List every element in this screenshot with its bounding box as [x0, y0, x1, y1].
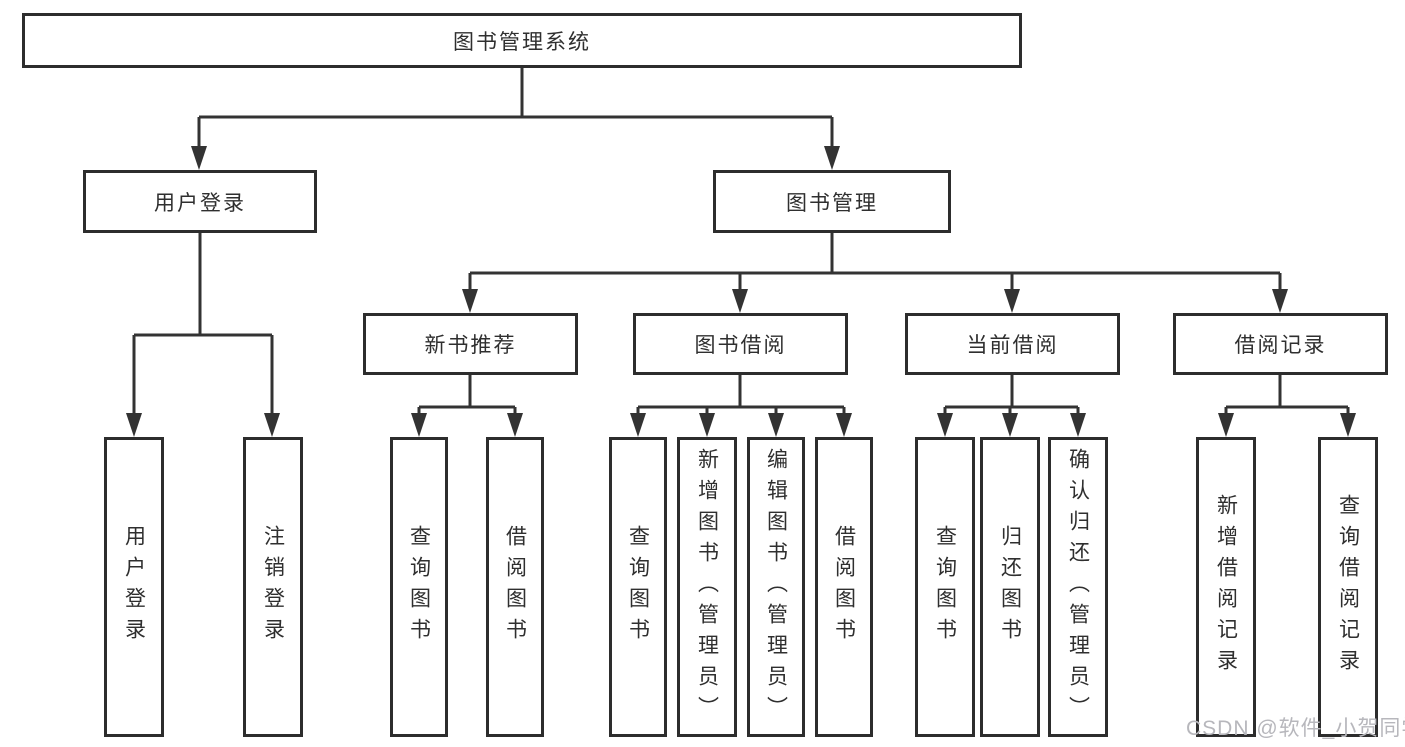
node-label: 新书推荐: [424, 334, 517, 357]
connector-borrowing-records-branch: [1224, 375, 1350, 417]
leaf-query-borrow-record: 查询借阅记录: [1318, 437, 1378, 737]
arrow-down-icon: [1218, 413, 1234, 437]
leaf-logout: 注销登录: [243, 437, 303, 737]
arrow-down-icon: [824, 146, 840, 170]
arrow-down-icon: [191, 146, 207, 170]
arrow-down-icon: [1002, 413, 1018, 437]
arrow-down-icon: [768, 413, 784, 437]
node-label: 查询图书: [626, 525, 650, 649]
arrow-down-icon: [507, 413, 523, 437]
node-label: 编辑图书（管理员）: [764, 447, 788, 727]
node-label: 用户登录: [154, 191, 246, 215]
connector-current-borrowing-branch: [943, 375, 1080, 417]
arrow-down-icon: [126, 413, 142, 437]
arrow-down-icon: [1340, 413, 1356, 437]
node-label: 查询图书: [407, 525, 431, 649]
node-label: 归还图书: [998, 525, 1022, 649]
node-label: 图书借阅: [694, 334, 787, 357]
leaf-borrow-books-recommend: 借阅图书: [486, 437, 544, 737]
node-label: 借阅记录: [1234, 334, 1327, 357]
arrow-down-icon: [1272, 289, 1288, 313]
node-current-borrowing: 当前借阅: [905, 313, 1120, 375]
arrow-down-icon: [264, 413, 280, 437]
leaf-query-books-current: 查询图书: [915, 437, 975, 737]
node-label: 借阅图书: [832, 525, 856, 649]
arrow-down-icon: [732, 289, 748, 313]
connector-root-branch: [197, 68, 834, 150]
connector-book-management-branch: [468, 233, 1282, 293]
arrow-down-icon: [1070, 413, 1086, 437]
arrow-down-icon: [630, 413, 646, 437]
node-label: 用户登录: [122, 525, 146, 649]
node-label: 查询借阅记录: [1336, 494, 1360, 680]
node-book-borrowing: 图书借阅: [633, 313, 848, 375]
watermark: CSDN @软件_小贺同学: [1186, 717, 1405, 740]
node-label: 新增借阅记录: [1214, 494, 1238, 680]
connector-user-login-branch: [132, 233, 274, 417]
leaf-borrow-books-borrowing: 借阅图书: [815, 437, 873, 737]
arrow-down-icon: [462, 289, 478, 313]
leaf-confirm-return-admin: 确认归还（管理员）: [1048, 437, 1108, 737]
node-label: 查询图书: [933, 525, 957, 649]
node-borrowing-records: 借阅记录: [1173, 313, 1388, 375]
node-label: 图书管理系统: [453, 30, 591, 54]
node-book-management: 图书管理: [713, 170, 951, 233]
node-label: 图书管理: [786, 191, 878, 215]
leaf-add-books-admin: 新增图书（管理员）: [677, 437, 737, 737]
arrow-down-icon: [937, 413, 953, 437]
connector-book-borrowing-branch: [636, 375, 846, 417]
leaf-return-books: 归还图书: [980, 437, 1040, 737]
node-label: 新增图书（管理员）: [695, 447, 719, 727]
leaf-add-borrow-record: 新增借阅记录: [1196, 437, 1256, 737]
leaf-edit-books-admin: 编辑图书（管理员）: [747, 437, 805, 737]
arrow-down-icon: [411, 413, 427, 437]
arrow-down-icon: [699, 413, 715, 437]
node-library-management-system: 图书管理系统: [22, 13, 1022, 68]
node-label: 借阅图书: [503, 525, 527, 649]
node-new-book-recommendation: 新书推荐: [363, 313, 578, 375]
connector-new-book-branch: [417, 375, 517, 417]
node-label: 确认归还（管理员）: [1066, 447, 1090, 727]
node-label: 注销登录: [261, 525, 285, 649]
arrow-down-icon: [836, 413, 852, 437]
leaf-user-login: 用户登录: [104, 437, 164, 737]
leaf-query-books-recommend: 查询图书: [390, 437, 448, 737]
leaf-query-books-borrowing: 查询图书: [609, 437, 667, 737]
node-user-login: 用户登录: [83, 170, 317, 233]
node-label: 当前借阅: [966, 334, 1059, 357]
arrow-down-icon: [1004, 289, 1020, 313]
